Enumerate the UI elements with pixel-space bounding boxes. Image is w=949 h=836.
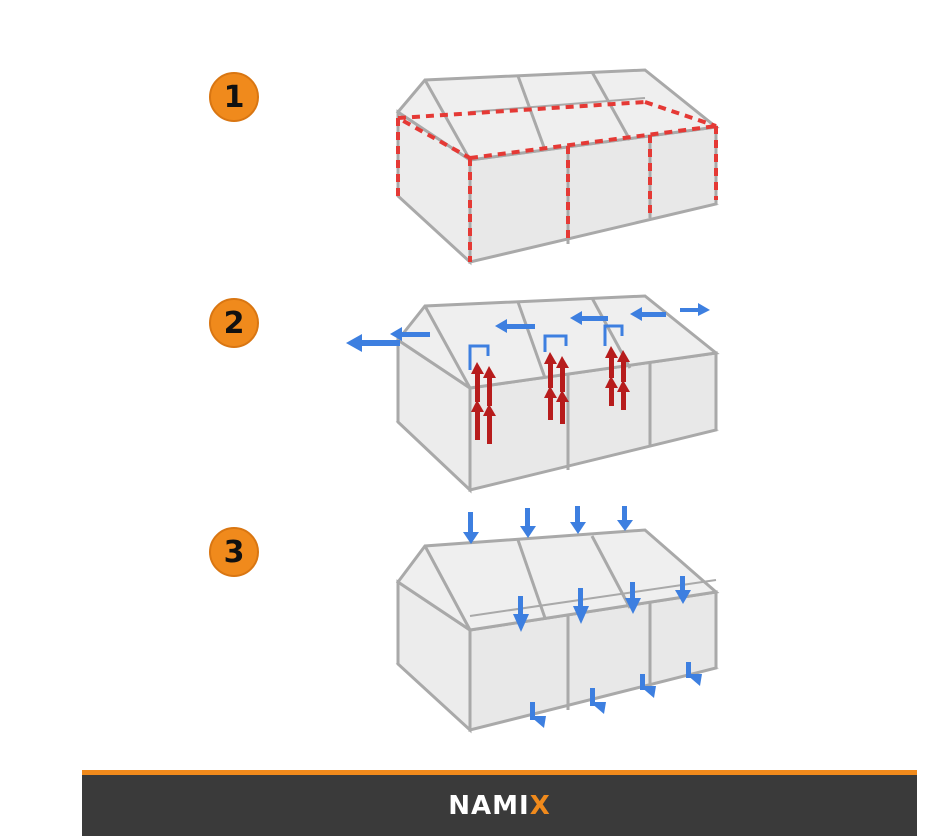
air-arrow bbox=[570, 506, 586, 534]
air-arrow bbox=[630, 307, 666, 321]
air-arrow bbox=[513, 596, 529, 632]
heat-arrow bbox=[471, 362, 484, 402]
heat-arrow bbox=[605, 346, 618, 378]
heat-arrow bbox=[617, 350, 630, 382]
heat-arrow bbox=[544, 352, 557, 388]
air-arrow bbox=[675, 576, 691, 604]
heat-arrow bbox=[605, 376, 618, 406]
air-arrow bbox=[686, 662, 702, 686]
step-2-badge: 2 bbox=[209, 298, 259, 348]
air-arrow bbox=[617, 506, 633, 531]
heat-arrows bbox=[471, 346, 630, 444]
air-in-arrows bbox=[463, 506, 702, 728]
step-1-badge: 1 bbox=[209, 72, 259, 122]
air-arrow bbox=[463, 512, 479, 544]
brand-accent-letter: X bbox=[529, 790, 551, 821]
heat-arrow bbox=[556, 356, 569, 392]
air-arrow bbox=[590, 688, 606, 714]
heat-arrow bbox=[483, 366, 496, 406]
air-arrow bbox=[530, 702, 546, 728]
air-arrow bbox=[495, 319, 535, 333]
air-arrow bbox=[680, 303, 710, 316]
air-arrow bbox=[573, 588, 589, 624]
footer-bar: NAMIX bbox=[82, 775, 917, 836]
air-arrow bbox=[640, 674, 656, 698]
air-out-arrows bbox=[346, 303, 710, 352]
heat-arrow bbox=[544, 386, 557, 420]
brand-main-text: NAMI bbox=[448, 790, 530, 821]
footer-accent-line bbox=[82, 770, 917, 775]
air-arrow bbox=[570, 311, 608, 325]
heat-arrow bbox=[617, 380, 630, 410]
air-arrow bbox=[390, 327, 430, 341]
heat-arrow bbox=[471, 400, 484, 440]
heat-arrow bbox=[483, 404, 496, 444]
air-arrow bbox=[520, 508, 536, 538]
air-arrow bbox=[346, 334, 400, 352]
heat-arrow bbox=[556, 390, 569, 424]
step-3-badge: 3 bbox=[209, 527, 259, 577]
air-arrow bbox=[625, 582, 641, 614]
brand-logo: NAMIX bbox=[448, 791, 550, 821]
